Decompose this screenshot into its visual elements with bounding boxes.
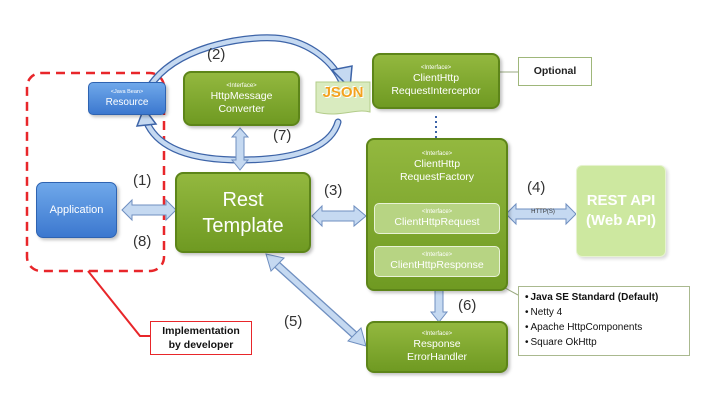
arrow-converter-resttemplate — [230, 127, 250, 171]
step-label-7: (7) — [273, 127, 292, 144]
error-handler-label-line2: ErrorHandler — [406, 351, 468, 363]
implementation-item: Apache HttpComponents — [525, 320, 683, 335]
rest-template-line1: Rest — [222, 188, 264, 211]
error-handler-stereotype: <Interface> — [421, 331, 453, 337]
http-message-converter-box[interactable]: <Interface> HttpMessage Converter — [183, 71, 300, 126]
interceptor-label-line1: ClientHttp — [412, 72, 460, 84]
interceptor-stereotype: <Interface> — [420, 65, 452, 71]
implementation-list-box: Java SE Standard (Default) Netty 4 Apach… — [518, 286, 690, 356]
resource-box[interactable]: <Java Bean> Resource — [88, 82, 166, 115]
response-error-handler-box[interactable]: <Interface> Response ErrorHandler — [366, 321, 508, 373]
resource-stereotype: <Java Bean> — [110, 89, 144, 95]
implementation-note-line1: Implementation — [162, 325, 240, 337]
rest-api-label-line2: (Web API) — [586, 212, 656, 229]
json-document-icon — [315, 81, 371, 115]
implementation-item: Netty 4 — [525, 305, 683, 320]
interceptor-label-line2: RequestInterceptor — [391, 85, 481, 97]
converter-label-line2: Converter — [218, 102, 265, 115]
implementation-note: Implementation by developer — [150, 321, 252, 355]
request-stereotype: <Interface> — [421, 209, 453, 215]
resource-label: Resource — [105, 97, 149, 108]
step-label-8: (8) — [133, 233, 152, 250]
step-label-6: (6) — [458, 297, 477, 314]
factory-label-line2: RequestFactory — [399, 171, 475, 183]
client-http-request-interceptor-box[interactable]: <Interface> ClientHttp RequestIntercepto… — [372, 53, 500, 109]
optional-callout: Optional — [518, 57, 592, 86]
step-label-5: (5) — [284, 313, 303, 330]
converter-stereotype: <Interface> — [226, 82, 257, 89]
response-stereotype: <Interface> — [421, 252, 453, 258]
step-label-3: (3) — [324, 182, 343, 199]
application-label: Application — [49, 203, 104, 216]
arrow-resttemplate-errorhandler — [265, 253, 367, 347]
rest-template-box[interactable]: Rest Template — [175, 172, 311, 253]
step-label-1: (1) — [133, 172, 152, 189]
http-protocol-label: HTTP(S) — [531, 209, 555, 215]
factory-stereotype: <Interface> — [421, 151, 453, 157]
client-http-request-box[interactable]: <Interface> ClientHttpRequest — [374, 203, 500, 234]
json-label: JSON — [322, 84, 364, 101]
developer-implementation-region — [25, 71, 166, 273]
error-handler-label-line1: Response — [413, 338, 461, 350]
implementation-item: Java SE Standard (Default) — [525, 290, 683, 305]
rest-api-label-line1: REST API — [586, 192, 656, 209]
rest-api-box[interactable]: REST API (Web API) — [576, 165, 666, 257]
arrow-resttemplate-factory — [311, 204, 367, 228]
response-label: ClientHttpResponse — [390, 259, 484, 271]
factory-label-line1: ClientHttp — [413, 158, 461, 170]
implementation-note-connector — [87, 270, 150, 337]
application-box[interactable]: Application — [36, 182, 117, 238]
converter-label-line1: HttpMessage — [210, 89, 273, 102]
step-label-2: (2) — [207, 46, 226, 63]
client-http-response-box[interactable]: <Interface> ClientHttpResponse — [374, 246, 500, 277]
implementation-item: Square OkHttp — [525, 335, 683, 350]
implementation-note-line2: by developer — [168, 339, 234, 351]
step-label-4: (4) — [527, 179, 546, 196]
rest-template-line2: Template — [202, 214, 284, 237]
arrow-application-resttemplate — [121, 198, 177, 222]
request-label: ClientHttpRequest — [394, 216, 480, 228]
implementation-list: Java SE Standard (Default) Netty 4 Apach… — [525, 290, 683, 350]
